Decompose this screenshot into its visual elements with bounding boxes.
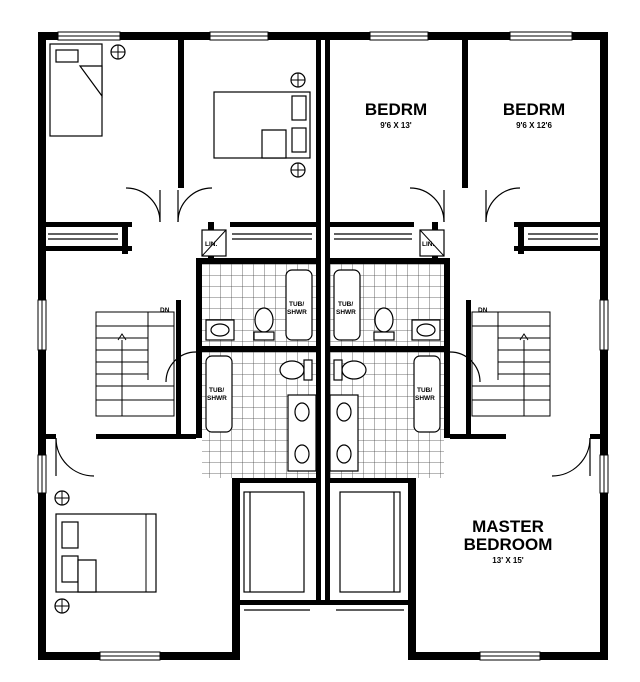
linen-label-right: LIN.: [422, 241, 434, 248]
room-dims-bedroom-center: 9'6 X 13': [380, 121, 411, 130]
tub-labels: TUB/ SHWR TUB/ SHWR TUB/ SHWR TUB/ SHWR: [207, 301, 435, 402]
room-dims-master: 13' X 15': [492, 556, 523, 565]
tub-upper-left-l1: TUB/: [289, 301, 304, 308]
room-dims-bedroom-right: 9'6 X 12'6: [516, 121, 552, 130]
room-name-master-line2: BEDROOM: [464, 535, 553, 554]
bathroom-floors: [202, 264, 444, 478]
bed-master-left: [54, 490, 157, 614]
windows: [37, 31, 609, 661]
bath-fixtures: [205, 269, 441, 472]
tub-lower-right-l1: TUB/: [417, 387, 432, 394]
room-name-bedroom-right: BEDRM: [503, 100, 565, 119]
tub-upper-right-l2: SHWR: [336, 309, 356, 316]
tub-lower-left-l1: TUB/: [209, 387, 224, 394]
stairs-dn-right: DN: [478, 307, 488, 314]
linen-closets: LIN. LIN.: [201, 229, 445, 257]
linen-label-left: LIN.: [205, 241, 217, 248]
bed-top-left: [49, 43, 126, 137]
room-name-master-line1: MASTER: [472, 517, 544, 536]
closet-doors: [48, 233, 598, 611]
stairs-right: [471, 311, 551, 417]
door-swings: [55, 187, 591, 477]
stairs-left: [95, 311, 175, 417]
interior-walls: [46, 40, 600, 484]
tub-upper-right-l1: TUB/: [338, 301, 353, 308]
stairs-dn-left: DN: [160, 307, 170, 314]
party-wall: [316, 32, 330, 602]
tub-lower-right-l2: SHWR: [415, 395, 435, 402]
room-name-bedroom-center: BEDRM: [365, 100, 427, 119]
tub-lower-left-l2: SHWR: [207, 395, 227, 402]
tub-upper-left-l2: SHWR: [287, 309, 307, 316]
bed-top-center: [213, 72, 311, 178]
